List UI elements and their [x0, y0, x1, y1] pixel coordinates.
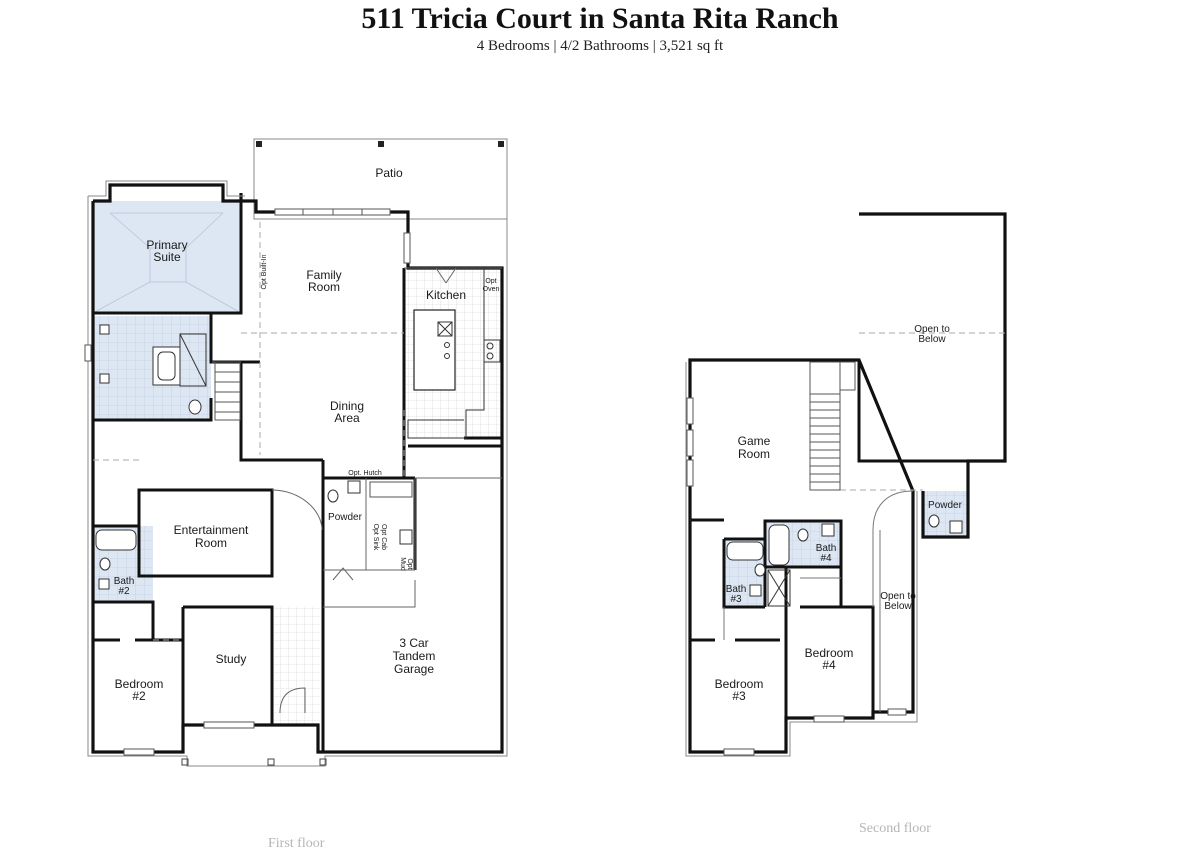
kitchen-label: Kitchen	[426, 288, 466, 302]
bedroom-3-label: #3	[732, 689, 746, 703]
patio-label: Patio	[375, 166, 403, 180]
opt-oven-label: Opt	[485, 278, 496, 285]
patio-post	[256, 141, 262, 147]
open-to-below-label: Below	[884, 601, 912, 612]
patio-post	[498, 141, 504, 147]
second-floor-exterior-wall	[688, 212, 1007, 754]
powder-label: Powder	[928, 500, 963, 511]
garage-label: Tandem	[393, 649, 436, 663]
powder-label: Powder	[328, 512, 363, 523]
opt-cab-sink-label: Opt Cab	[380, 524, 387, 550]
patio-post	[378, 141, 384, 147]
opt-built-in-label: Opt Built-In	[261, 254, 268, 289]
entry-tile	[274, 607, 320, 725]
opt-mud-label: Opt	[406, 558, 413, 569]
dining-area-label: Dining	[330, 399, 364, 413]
second-floor-caption: Second floor	[859, 821, 931, 836]
bedroom-4-label: #4	[822, 658, 836, 672]
opt-oven-label: Oven	[483, 286, 500, 293]
family-room-label: Family	[306, 268, 341, 282]
open-to-below-label: Open to	[914, 324, 950, 335]
second-floor-plan: Open to Below Game Room Powder Bath #4 B…	[685, 212, 1007, 757]
opt-cab-sink-label: Opt Sink	[372, 524, 379, 551]
primary-suite-label: Suite	[153, 250, 181, 264]
entertainment-room-label: Room	[195, 536, 227, 550]
primary-suite-label: Primary	[146, 238, 187, 252]
page-title: 511 Tricia Court in Santa Rita Ranch	[361, 2, 839, 35]
first-floor-caption: First floor	[268, 836, 325, 851]
bath-4-label: #4	[820, 553, 832, 564]
opt-hutch-label: Opt. Hutch	[348, 470, 382, 477]
bedroom-2-label: #2	[132, 689, 146, 703]
bath-4-label: Bath	[816, 543, 837, 554]
bath-3-label: #3	[730, 594, 742, 605]
bedroom-4-label: Bedroom	[805, 646, 854, 660]
first-floor-plan: Patio Primary Suite Family Room Kitchen …	[84, 138, 508, 767]
bedroom-3-label: Bedroom	[715, 677, 764, 691]
home-specs: 4 Bedrooms | 4/2 Bathrooms | 3,521 sq ft	[476, 38, 724, 54]
kitchen-island	[413, 309, 456, 391]
open-to-below-label: Open to	[880, 591, 916, 602]
study-label: Study	[216, 652, 247, 666]
opt-mud-label: Mud	[399, 557, 406, 571]
bath-2-label: Bath	[114, 576, 135, 587]
garage-label: Garage	[394, 662, 434, 676]
open-to-below-label: Below	[918, 334, 946, 345]
bath-3-label: Bath	[726, 584, 747, 595]
game-room-label: Game	[738, 434, 771, 448]
bath-2-label: #2	[118, 586, 130, 597]
garage-label: 3 Car	[399, 636, 428, 650]
entertainment-room-label: Entertainment	[174, 523, 249, 537]
bedroom-2-label: Bedroom	[115, 677, 164, 691]
game-room-label: Room	[738, 447, 770, 461]
family-room-label: Room	[308, 280, 340, 294]
dining-area-label: Area	[334, 411, 360, 425]
